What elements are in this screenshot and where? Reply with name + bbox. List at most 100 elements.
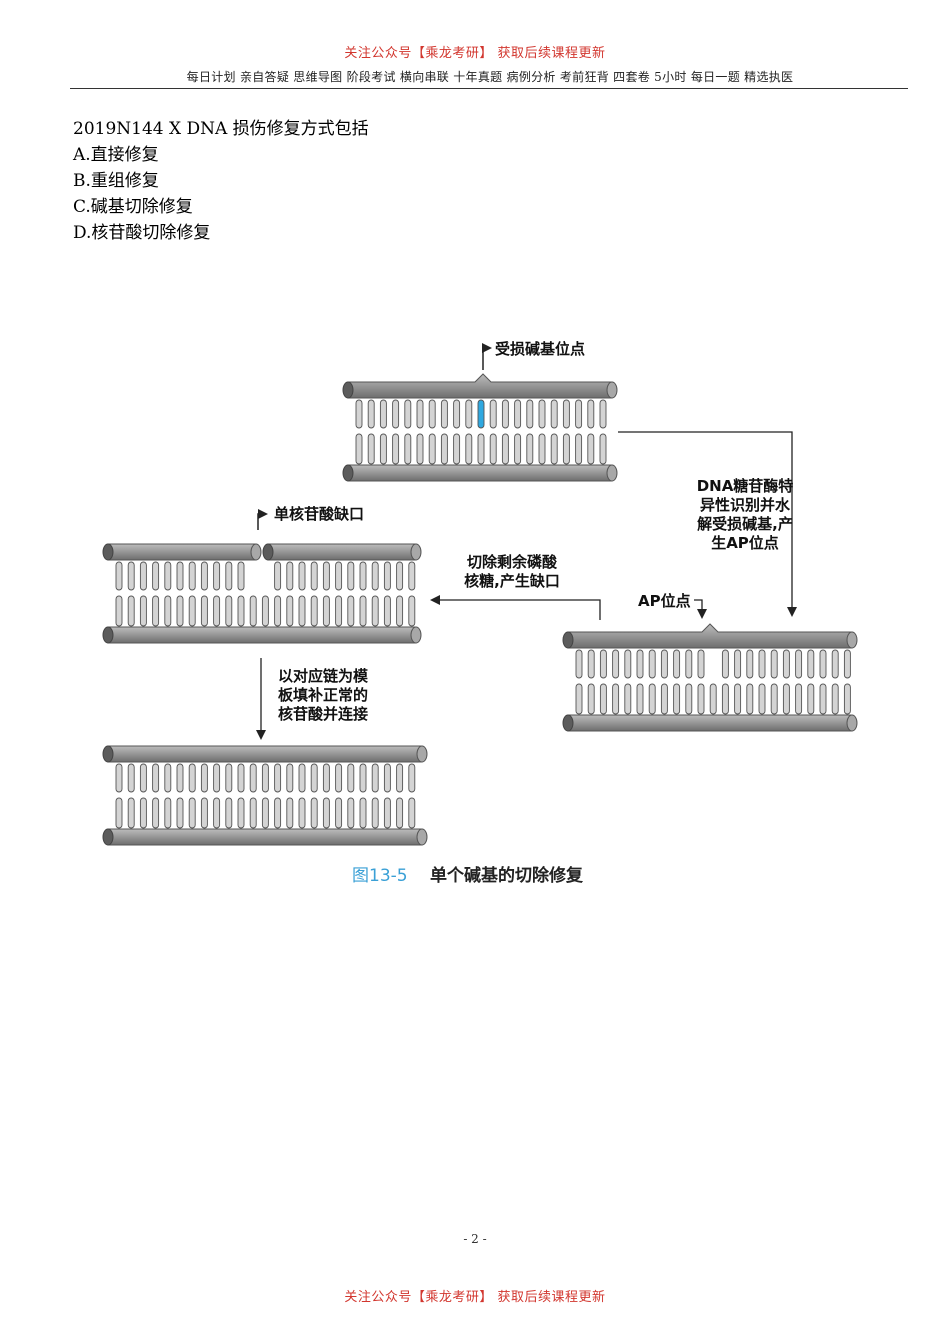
top-base [139, 763, 147, 793]
top-base [758, 649, 766, 679]
top-base [782, 649, 790, 679]
top-base [152, 763, 160, 793]
top-base [310, 561, 318, 591]
top-base [322, 763, 330, 793]
bottom-base [347, 595, 355, 627]
bottom-base [685, 683, 693, 715]
bottom-base [758, 683, 766, 715]
bottom-base [843, 683, 851, 715]
top-base [599, 649, 607, 679]
step1-text: DNA糖苷酶特 异性识别并水 解受损碱基,产 生AP位点 [697, 477, 794, 552]
bottom-base [795, 683, 803, 715]
bottom-base [152, 797, 160, 829]
bottom-base [782, 683, 790, 715]
bottom-base [359, 595, 367, 627]
footer-promo: 关注公众号【乘龙考研】 获取后续课程更新 [344, 1290, 606, 1305]
header-divider [70, 88, 908, 89]
bottom-base [453, 433, 461, 465]
top-base [587, 649, 595, 679]
bottom-base [188, 595, 196, 627]
top-base [164, 561, 172, 591]
bottom-base [538, 433, 546, 465]
top-base [347, 561, 355, 591]
bottom-base [408, 595, 416, 627]
top-base [164, 763, 172, 793]
top-base [127, 763, 135, 793]
header-tags: 每日计划 亲自答疑 思维导图 阶段考试 横向串联 十年真题 病例分析 考前狂背 … [186, 70, 794, 84]
step3-text: 以对应链为模 板填补正常的 核苷酸并连接 [278, 667, 369, 723]
bottom-base [322, 797, 330, 829]
damaged-base [477, 399, 485, 429]
top-base [408, 561, 416, 591]
bottom-base [310, 797, 318, 829]
step1-line3: 解受损碱基,产 [697, 515, 793, 533]
step1-line1: DNA糖苷酶特 [697, 477, 794, 495]
top-base [347, 763, 355, 793]
bottom-base [550, 433, 558, 465]
top-base [612, 649, 620, 679]
top-base [408, 763, 416, 793]
top-base [562, 399, 570, 429]
top-base [115, 763, 123, 793]
bottom-base [831, 683, 839, 715]
gap-text: 单核苷酸缺口 [274, 505, 364, 523]
bottom-base [249, 595, 257, 627]
top-base [624, 649, 632, 679]
caption-number: 图13-5 [352, 866, 408, 886]
bottom-base [673, 683, 681, 715]
bottom-base [404, 433, 412, 465]
bottom-base [371, 595, 379, 627]
bottom-strand [342, 464, 618, 482]
question-stem: 2019N144 X DNA 损伤修复方式包括 [73, 119, 369, 139]
step3-line1: 以对应链为模 [278, 667, 369, 685]
top-base [575, 399, 583, 429]
caption-text: 单个碱基的切除修复 [430, 865, 584, 886]
top-base [795, 649, 803, 679]
top-base [274, 763, 282, 793]
top-base [697, 649, 705, 679]
bottom-base [115, 797, 123, 829]
top-base [636, 649, 644, 679]
bottom-base [261, 595, 269, 627]
bottom-base [261, 797, 269, 829]
bottom-base [599, 683, 607, 715]
bottom-base [322, 595, 330, 627]
bottom-base [355, 433, 363, 465]
bottom-base [164, 595, 172, 627]
top-base [465, 399, 473, 429]
top-base [734, 649, 742, 679]
top-base [819, 649, 827, 679]
bottom-base [819, 683, 827, 715]
bottom-base [575, 433, 583, 465]
bottom-base [298, 595, 306, 627]
bottom-base [335, 797, 343, 829]
top-base [392, 399, 400, 429]
step3-line3: 核苷酸并连接 [278, 705, 368, 723]
top-base [274, 561, 282, 591]
top-base [213, 561, 221, 591]
top-base [501, 399, 509, 429]
bottom-base [310, 595, 318, 627]
top-base [176, 561, 184, 591]
question-block: 2019N144 X DNA 损伤修复方式包括 A.直接修复 B.重组修复 C.… [73, 116, 369, 246]
top-base [127, 561, 135, 591]
step1-line4: 生AP位点 [711, 534, 779, 552]
top-base [514, 399, 522, 429]
bottom-base [428, 433, 436, 465]
top-base [322, 561, 330, 591]
bottom-base [392, 433, 400, 465]
bottom-base [188, 797, 196, 829]
top-base [139, 561, 147, 591]
bottom-base [367, 433, 375, 465]
top-base [237, 561, 245, 591]
option-b: B.重组修复 [73, 171, 159, 191]
bottom-base [213, 595, 221, 627]
bottom-base [697, 683, 705, 715]
step2-text: 切除剩余磷酸 核糖,产生缺口 [464, 553, 560, 590]
top-base [367, 399, 375, 429]
top-base [807, 649, 815, 679]
bottom-base [396, 595, 404, 627]
bottom-base [139, 797, 147, 829]
bottom-base [176, 797, 184, 829]
top-base [115, 561, 123, 591]
